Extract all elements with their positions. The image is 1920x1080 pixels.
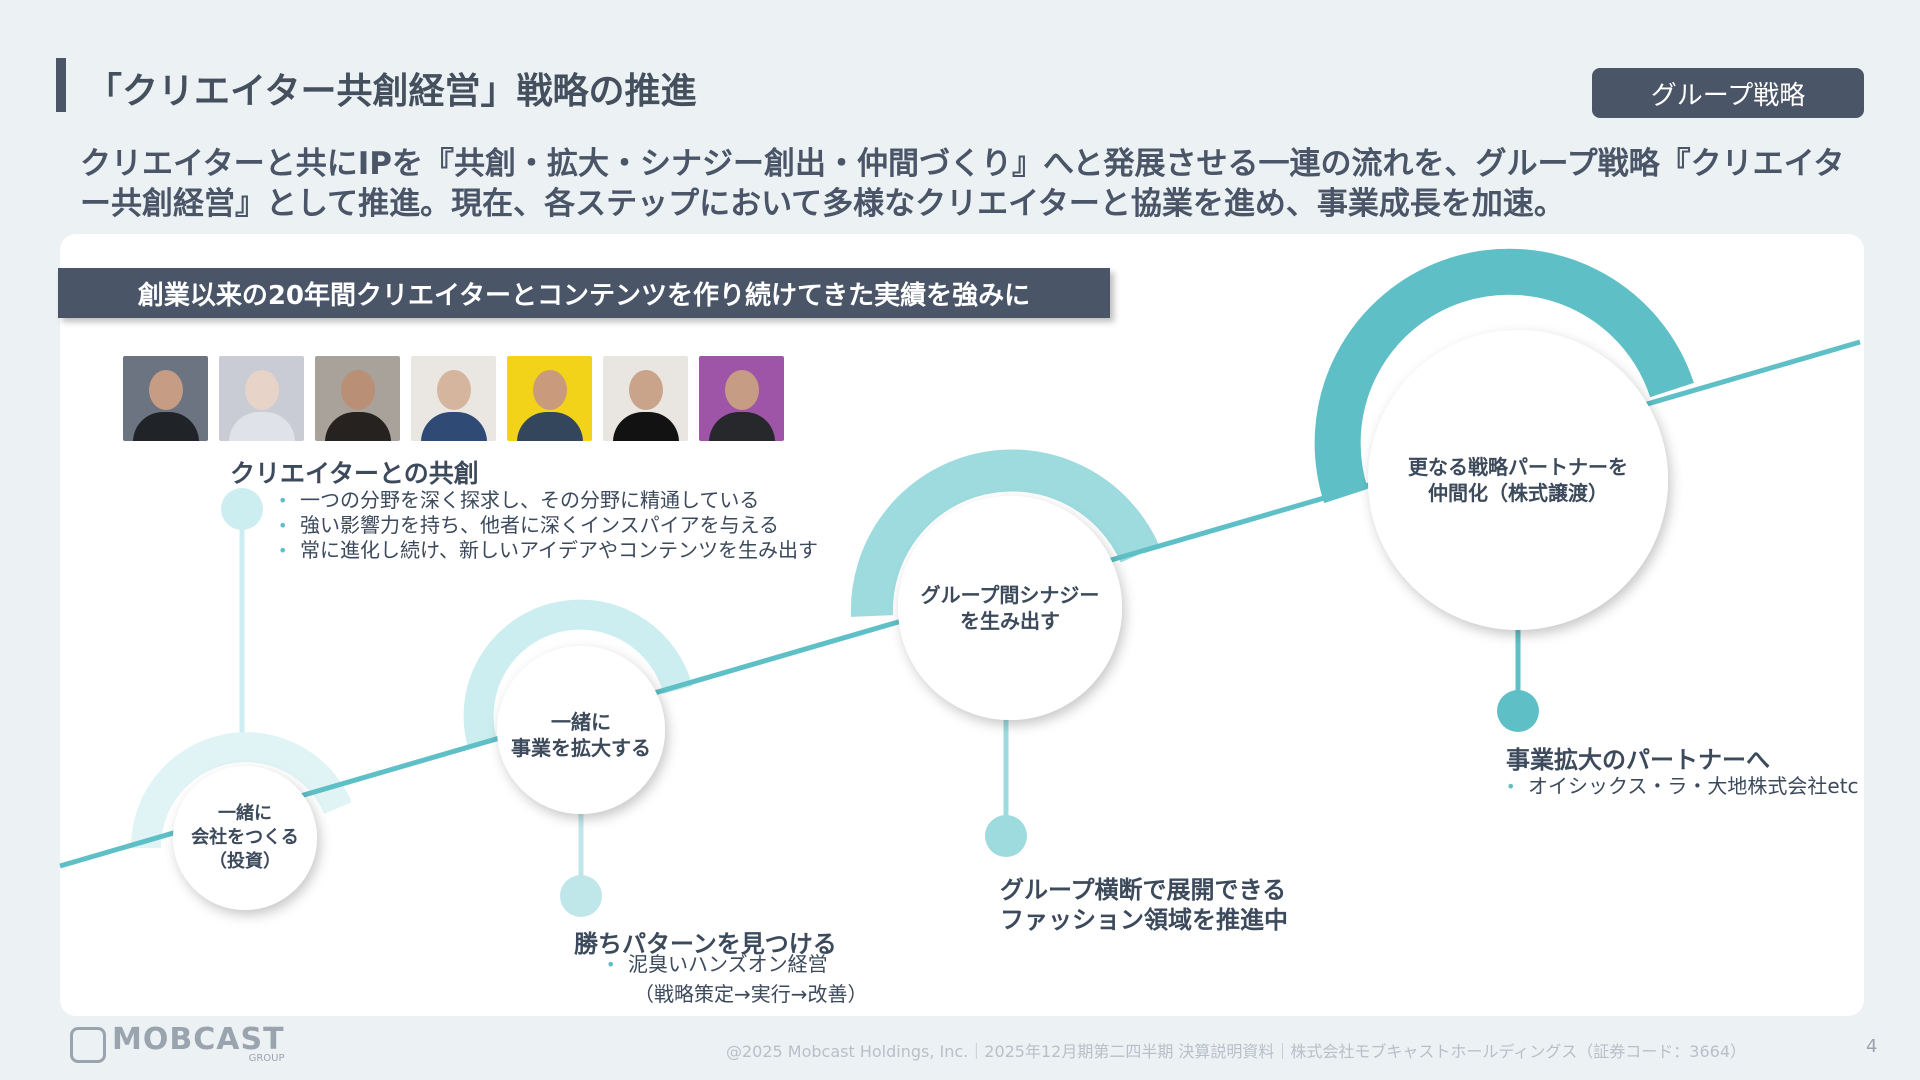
photo-body <box>517 412 583 441</box>
photo-body <box>421 412 487 441</box>
photo-head <box>437 370 471 410</box>
creators-bullet: 強い影響力を持ち、他者に深くインスパイアを与える <box>272 513 818 538</box>
photo-body <box>613 412 679 441</box>
creator-photo <box>123 356 208 441</box>
node-2 <box>560 875 602 917</box>
creators-bullet: 一つの分野を深く探求し、その分野に精通している <box>272 488 818 513</box>
creator-photo <box>507 356 592 441</box>
step-label-1: 一緒に 会社をつくる （投資） <box>191 803 299 872</box>
step-label-2: 一緒に 事業を拡大する <box>511 710 651 760</box>
step-circle-2 <box>497 646 665 814</box>
photo-head <box>629 370 663 410</box>
step-circle-3 <box>898 496 1122 720</box>
photo-body <box>325 412 391 441</box>
photo-body <box>709 412 775 441</box>
creator-photo <box>315 356 400 441</box>
arc-3 <box>850 449 1160 617</box>
logo-text: MOBCAST <box>112 1022 285 1057</box>
node-4 <box>1497 690 1539 732</box>
creator-photo <box>699 356 784 441</box>
photo-body <box>133 412 199 441</box>
photo-body <box>229 412 295 441</box>
creators-bullets: 一つの分野を深く探求し、その分野に精通している 強い影響力を持ち、他者に深くイン… <box>272 488 818 563</box>
photo-head <box>245 370 279 410</box>
photo-head <box>533 370 567 410</box>
creators-heading: クリエイターとの共創 <box>230 459 479 488</box>
node-1 <box>221 488 263 530</box>
creator-photos <box>123 356 784 441</box>
company-logo: MOBCAST GROUP <box>70 1022 285 1064</box>
pattern-bullets: 泥臭いハンズオン経営 <box>600 952 828 977</box>
fashion-line-1: グループ横断で展開できる <box>1000 876 1287 904</box>
pattern-sub: （戦略策定→実行→改善） <box>634 982 868 1006</box>
lead-text: クリエイターと共にIPを『共創・拡大・シナジー創出・仲間づくり』へと発展させる一… <box>80 146 1845 222</box>
fashion-line-2: ファッション領域を推進中 <box>1000 906 1288 934</box>
arc-1 <box>130 732 352 849</box>
creator-photo <box>219 356 304 441</box>
page-number: 4 <box>1866 1036 1878 1057</box>
creators-bullet: 常に進化し続け、新しいアイデアやコンテンツを生み出す <box>272 538 818 563</box>
arc-4 <box>1314 248 1694 504</box>
partner-heading: 事業拡大のパートナーへ <box>1506 746 1770 774</box>
partner-bullets: オイシックス・ラ・大地株式会社etc <box>1500 774 1859 799</box>
logo-mark-icon <box>70 1027 106 1063</box>
pattern-bullet: 泥臭いハンズオン経営 <box>600 952 828 977</box>
footer-text: @2025 Mobcast Holdings, Inc.｜2025年12月期第二… <box>726 1042 1747 1061</box>
step-label-3: グループ間シナジー を生み出す <box>920 583 1100 633</box>
page-title: 「クリエイター共創経営」戦略の推進 <box>86 71 697 112</box>
step-circle-4 <box>1368 330 1668 630</box>
banner: 創業以来の20年間クリエイターとコンテンツを作り続けてきた実績を強みに <box>58 268 1110 318</box>
section-tag: グループ戦略 <box>1592 68 1864 118</box>
arc-2 <box>463 599 693 746</box>
creator-photo <box>603 356 688 441</box>
photo-head <box>149 370 183 410</box>
partner-bullet: オイシックス・ラ・大地株式会社etc <box>1500 774 1859 799</box>
creator-photo <box>411 356 496 441</box>
logo-subtext: GROUP <box>248 1053 285 1064</box>
node-3 <box>985 815 1027 857</box>
photo-head <box>341 370 375 410</box>
step-circle-1 <box>173 766 317 910</box>
step-label-4: 更なる戦略パートナーを 仲間化（株式譲渡） <box>1408 455 1628 505</box>
photo-head <box>725 370 759 410</box>
title-accent-bar <box>56 58 66 112</box>
